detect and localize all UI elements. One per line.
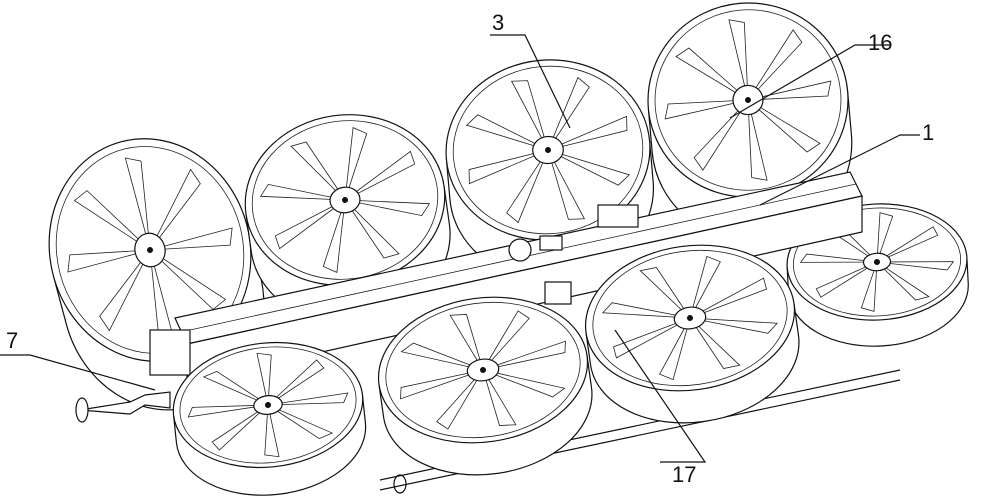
fan-blade bbox=[344, 199, 431, 217]
fan-blade bbox=[876, 261, 930, 301]
fan-blade bbox=[264, 404, 280, 458]
fan-blade bbox=[547, 149, 631, 186]
fan-blade bbox=[400, 369, 484, 400]
fan-blade bbox=[506, 149, 549, 224]
fan-blade bbox=[547, 115, 628, 151]
fan-blade bbox=[689, 277, 767, 319]
fan-blade bbox=[601, 302, 691, 319]
fan-blade bbox=[436, 369, 484, 430]
fan-blade bbox=[149, 168, 201, 251]
fan-blade bbox=[322, 199, 346, 274]
fan-blade bbox=[267, 404, 334, 440]
fan-blade bbox=[344, 199, 400, 259]
fan-blade bbox=[482, 369, 517, 426]
fan-blade bbox=[267, 392, 349, 406]
rear-fans bbox=[48, 2, 969, 411]
fan-blade bbox=[876, 212, 894, 263]
fan-blade bbox=[344, 126, 368, 201]
fan-blade bbox=[290, 141, 346, 201]
ducted-fan bbox=[48, 138, 265, 411]
fan-blade bbox=[747, 99, 821, 153]
ducted-fan bbox=[172, 341, 367, 496]
fan-blade bbox=[689, 255, 721, 319]
ducted-fan bbox=[244, 114, 451, 324]
fan-blade bbox=[482, 310, 530, 371]
leader-lines bbox=[0, 34, 920, 463]
fan-blade bbox=[659, 317, 691, 381]
fan-blade bbox=[664, 99, 749, 120]
fan-blade bbox=[400, 342, 484, 371]
fan-blade bbox=[149, 249, 227, 310]
fan-blade bbox=[149, 227, 233, 251]
fan-blade bbox=[211, 404, 269, 451]
fan-blade bbox=[689, 317, 779, 334]
fan-blade bbox=[675, 47, 749, 101]
fan-blade bbox=[876, 226, 939, 263]
fan-blade bbox=[67, 249, 151, 273]
fan-blade bbox=[124, 157, 151, 251]
label-1: 1 bbox=[922, 120, 934, 145]
fan-blade bbox=[613, 317, 691, 359]
fan-blade bbox=[267, 359, 325, 406]
fan-blade bbox=[468, 149, 549, 185]
fan-blade bbox=[693, 99, 749, 171]
label-7: 7 bbox=[6, 328, 18, 353]
ducted-fan bbox=[584, 244, 800, 424]
fan-blade bbox=[259, 183, 346, 201]
label-16: 16 bbox=[868, 30, 892, 55]
front-fans bbox=[172, 244, 800, 496]
fan-blade bbox=[465, 114, 549, 151]
fan-blade bbox=[73, 190, 151, 251]
label-17: 17 bbox=[672, 462, 696, 487]
fan-blade bbox=[482, 340, 566, 371]
fan-blade bbox=[747, 80, 832, 101]
fan-blade bbox=[99, 249, 151, 332]
fan-blade bbox=[876, 261, 955, 271]
fan-blade bbox=[482, 369, 566, 398]
fan-blade bbox=[728, 19, 749, 101]
fan-blade bbox=[202, 370, 269, 406]
label-3: 3 bbox=[492, 10, 504, 35]
fan-blade bbox=[639, 267, 691, 319]
fan-blade bbox=[860, 261, 878, 312]
fan-blade bbox=[799, 253, 878, 263]
fan-blade bbox=[815, 261, 878, 298]
fan-blade bbox=[274, 199, 346, 250]
fan-blade bbox=[747, 29, 803, 101]
fan-blade bbox=[510, 80, 549, 151]
fan-blade bbox=[344, 150, 416, 201]
nozzle bbox=[75, 391, 171, 423]
main-beam bbox=[149, 171, 863, 383]
fan-blade bbox=[689, 317, 741, 369]
fan-blade bbox=[747, 99, 768, 181]
fan-blade bbox=[187, 404, 269, 418]
fan-blade bbox=[547, 149, 586, 220]
fan-blade bbox=[449, 314, 484, 371]
fan-blade bbox=[256, 352, 272, 406]
ducted-fan bbox=[377, 296, 593, 476]
